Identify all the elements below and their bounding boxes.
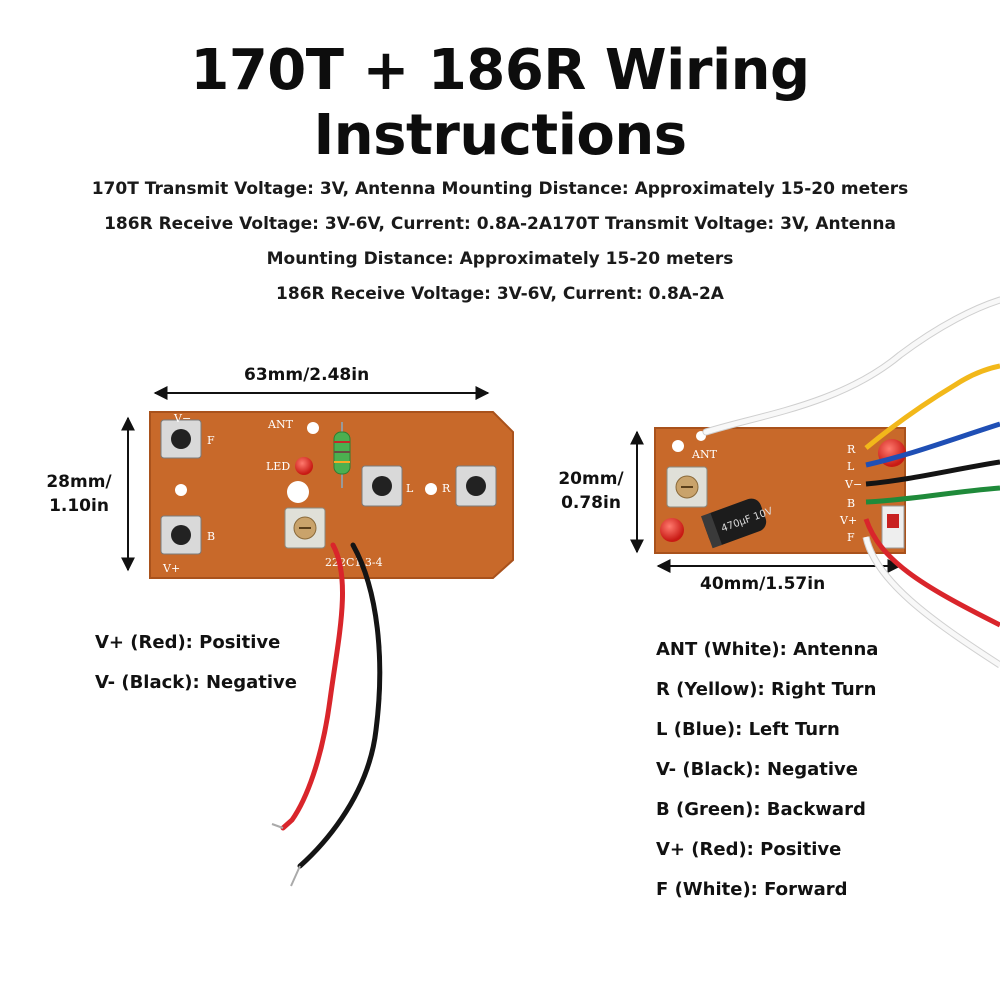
button-r bbox=[455, 465, 497, 507]
led-icon bbox=[295, 457, 313, 475]
wire-label: V- (Black): Negative bbox=[656, 759, 858, 780]
button-b bbox=[160, 515, 202, 555]
description-line: 170T Transmit Voltage: 3V, Antenna Mount… bbox=[91, 179, 909, 199]
silk-code: 222C1 3-4 bbox=[325, 556, 383, 569]
dim-line: 20mm/ bbox=[558, 469, 624, 489]
wire-green bbox=[865, 485, 1000, 505]
potentiometer-icon bbox=[284, 507, 326, 549]
silk-r: R bbox=[847, 443, 856, 456]
mount-hole bbox=[672, 440, 684, 452]
description-line: 186R Receive Voltage: 3V-6V, Current: 0.… bbox=[276, 284, 724, 304]
receiver-board: 470µF 10V ANT R L V− B V+ F bbox=[630, 296, 1000, 668]
description-block: 170T Transmit Voltage: 3V, Antenna Mount… bbox=[40, 172, 960, 312]
led-icon bbox=[660, 518, 684, 542]
wire-white-f bbox=[862, 536, 1000, 668]
wire-label: L (Blue): Left Turn bbox=[656, 719, 840, 740]
wire-label: V+ (Red): Positive bbox=[656, 839, 842, 860]
wire-label: ANT (White): Antenna bbox=[656, 639, 879, 660]
receiver-height-label: 20mm/ 0.78in bbox=[550, 467, 632, 515]
wire-red bbox=[280, 542, 345, 831]
wire-red bbox=[863, 518, 1000, 628]
description-line: 186R Receive Voltage: 3V-6V, Current: 0.… bbox=[104, 214, 896, 234]
wire-black bbox=[865, 459, 1000, 487]
silk-ant: ANT bbox=[267, 418, 294, 431]
silk-f: F bbox=[847, 531, 855, 544]
wire-label: B (Green): Backward bbox=[656, 799, 866, 820]
wire-label: R (Yellow): Right Turn bbox=[656, 679, 877, 700]
description-line: Mounting Distance: Approximately 15-20 m… bbox=[266, 249, 734, 269]
silk-b: B bbox=[207, 530, 215, 543]
silk-vminus: V− bbox=[173, 412, 191, 425]
dim-line: 1.10in bbox=[49, 496, 109, 516]
button-f bbox=[160, 419, 202, 459]
transmitter-width-label: 63mm/2.48in bbox=[244, 365, 370, 385]
wire-white-f-core bbox=[863, 536, 1000, 668]
silk-f: F bbox=[207, 434, 215, 447]
wire-blue bbox=[865, 421, 1000, 468]
wire-label: F (White): Forward bbox=[656, 879, 848, 900]
wire-black bbox=[297, 542, 383, 869]
dim-line: 28mm/ bbox=[46, 472, 112, 492]
receiver-width-label: 40mm/1.57in bbox=[700, 574, 826, 594]
transmitter-pcb bbox=[149, 411, 514, 579]
capacitor-icon: 470µF 10V bbox=[700, 498, 774, 549]
wire-white-ant-core bbox=[703, 297, 1000, 435]
silk-vplus: V+ bbox=[839, 514, 857, 527]
wire-tip bbox=[290, 865, 301, 887]
wire-yellow bbox=[864, 363, 1000, 450]
mount-hole bbox=[175, 484, 187, 496]
silk-r: R bbox=[442, 482, 451, 495]
potentiometer-icon bbox=[666, 466, 708, 508]
wire-label: V- (Black): Negative bbox=[95, 672, 297, 693]
silk-b: B bbox=[847, 497, 855, 510]
ant-pad bbox=[307, 422, 319, 434]
silk-vplus: V+ bbox=[162, 562, 180, 575]
button-l bbox=[361, 465, 403, 507]
transmitter-height-label: 28mm/ 1.10in bbox=[38, 470, 120, 518]
transmitter-board: ANT LED F B L R V− V+ 222C1 3-4 bbox=[121, 386, 514, 887]
inductor-icon bbox=[333, 422, 351, 488]
silk-vminus: V− bbox=[844, 478, 862, 491]
silk-l: L bbox=[847, 460, 855, 473]
silk-led: LED bbox=[266, 460, 290, 473]
wire-label: V+ (Red): Positive bbox=[95, 632, 281, 653]
dim-line: 0.78in bbox=[561, 493, 621, 513]
silk-ant: ANT bbox=[691, 448, 718, 461]
silk-l: L bbox=[406, 482, 414, 495]
wire-tip bbox=[271, 823, 284, 829]
page-title: 170T + 186R Wiring Instructions bbox=[190, 38, 810, 168]
mount-hole bbox=[425, 483, 437, 495]
switch-knob bbox=[887, 514, 899, 528]
mount-hole bbox=[287, 481, 309, 503]
